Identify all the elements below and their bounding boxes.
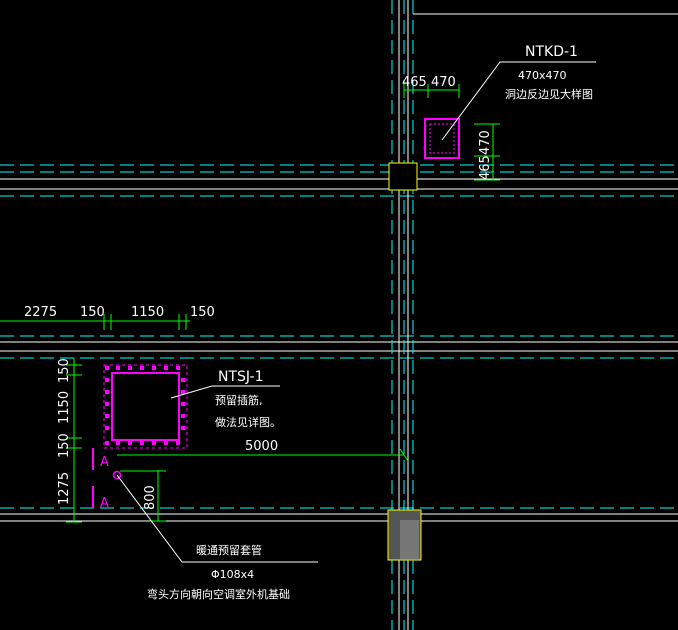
opening-note: 预留插筋, <box>215 393 263 407</box>
dimension-text: 1150 <box>131 305 164 320</box>
dimension-text: 800 <box>143 485 158 510</box>
opening-outline <box>424 118 460 159</box>
dimension-text: 150 <box>57 433 72 458</box>
leader-line <box>441 61 596 141</box>
dimension-text: 2275 <box>24 305 57 320</box>
sleeve-note: 弯头方向朝向空调室外机基础 <box>147 587 290 601</box>
sleeve-title: 暖通预留套管 <box>196 543 262 557</box>
opening-ntsj-1: NTSJ-1 预留插筋, 做法见详图。 <box>103 364 281 449</box>
dimension-row-top: 2275 150 1150 150 <box>0 305 215 330</box>
dimension-tick <box>399 448 409 462</box>
section-marks: A A <box>92 448 109 511</box>
opening-tag: NTSJ-1 <box>218 369 264 385</box>
dimension-text: 470 <box>431 75 456 90</box>
opening-inner <box>111 372 180 441</box>
column-top <box>388 162 418 191</box>
opening-note: 洞边反边见大样图 <box>505 87 593 101</box>
rebar-dots <box>105 366 185 445</box>
sleeve-spec: Φ108x4 <box>211 568 254 581</box>
opening-note: 做法见详图。 <box>215 415 281 429</box>
leader-line <box>170 385 280 399</box>
column-bottom-inner <box>400 520 419 559</box>
opening-outer <box>103 364 188 449</box>
sleeve-marker: 暖通预留套管 Φ108x4 弯头方向朝向空调室外机基础 <box>112 470 318 601</box>
dimension-text: 150 <box>80 305 105 320</box>
dimension-text: 1150 <box>57 391 72 424</box>
dimension-text: 150 <box>190 305 215 320</box>
dimension-text: 1275 <box>57 472 72 505</box>
dimension-text: 470 <box>478 130 493 155</box>
section-label-upper: A <box>100 455 109 470</box>
opening-ntkd-1: NTKD-1 470x470 洞边反边见大样图 465 470 470 465 <box>402 44 596 181</box>
sleeve-dimensions: 5000 800 <box>117 439 409 522</box>
leader-line <box>116 474 318 563</box>
dimension-text: 5000 <box>245 439 278 454</box>
dimension-text: 150 <box>57 358 72 383</box>
opening-size: 470x470 <box>518 69 567 82</box>
dimension-column-left: 150 1150 150 1275 <box>57 358 82 523</box>
opening-inner <box>429 123 455 154</box>
sleeve-circle <box>112 470 122 480</box>
section-label-lower: A <box>100 496 109 511</box>
dimension-text: 465 <box>478 155 493 180</box>
dimension-text: 465 <box>402 75 427 90</box>
opening-tag: NTKD-1 <box>525 44 578 60</box>
